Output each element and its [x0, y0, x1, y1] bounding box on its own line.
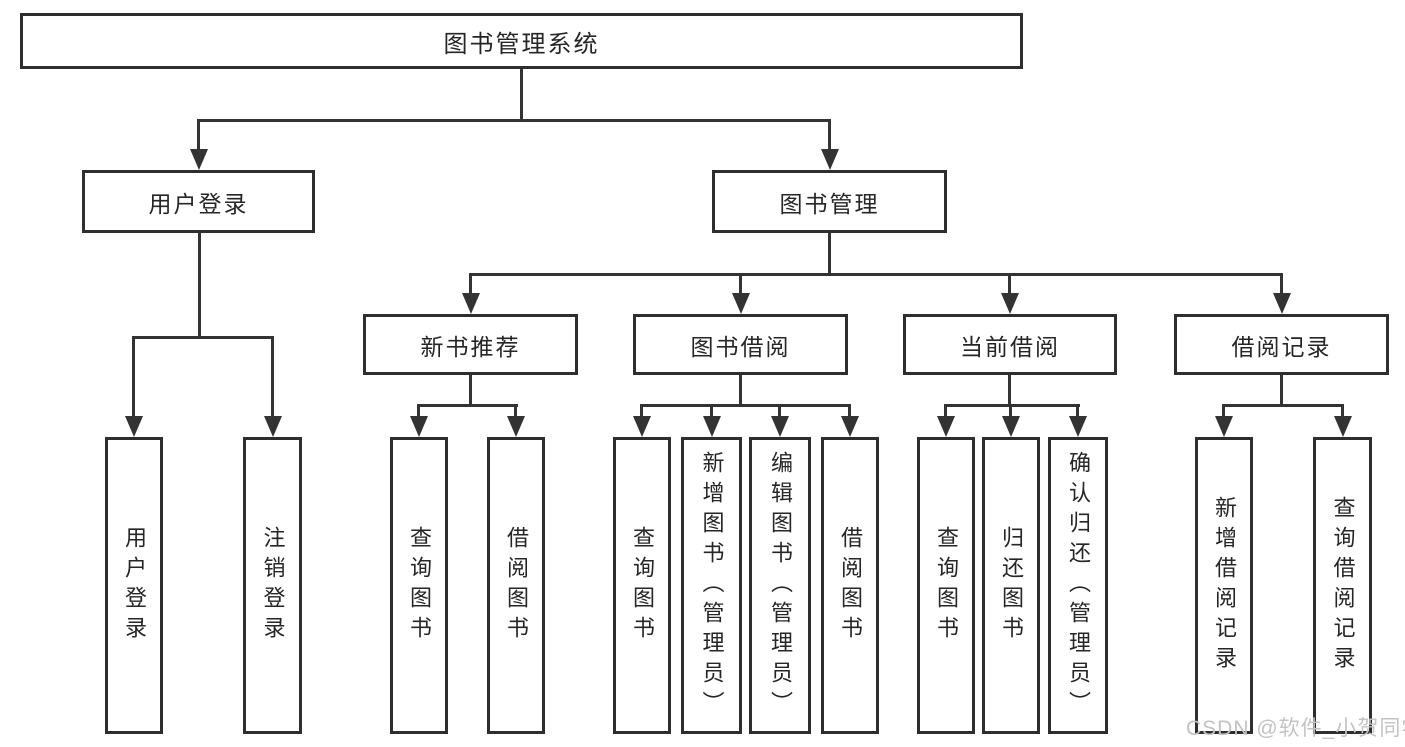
- connector-drop: [1222, 404, 1225, 418]
- arrowhead-down-icon: [633, 416, 651, 437]
- arrowhead-down-icon: [1215, 416, 1233, 437]
- connector-drop: [710, 404, 713, 418]
- connector-recommend-rail: [417, 404, 518, 407]
- connector-drop: [828, 119, 831, 151]
- arrowhead-down-icon: [1001, 293, 1019, 314]
- connector-drop: [1341, 404, 1344, 418]
- connector-level3-rail: [469, 273, 1283, 276]
- leaf-logout: 注销登录: [243, 437, 302, 734]
- connector-current-rail: [944, 404, 1080, 407]
- arrowhead-down-icon: [125, 416, 143, 437]
- leaf-borrow-books-recommend: 借阅图书: [487, 437, 545, 734]
- connector-recommend-stem: [469, 375, 472, 407]
- leaf-query-books-borrowing: 查询图书: [613, 437, 671, 734]
- arrowhead-down-icon: [507, 416, 525, 437]
- connector-drop: [1280, 273, 1283, 295]
- node-borrowing-records: 借阅记录: [1174, 314, 1389, 375]
- node-new-book-recommend: 新书推荐: [363, 314, 578, 375]
- arrowhead-down-icon: [1273, 293, 1291, 314]
- arrowhead-down-icon: [937, 416, 955, 437]
- leaf-confirm-return-admin: 确认归还（管理员）: [1048, 437, 1108, 734]
- leaf-user-login: 用户登录: [105, 437, 163, 734]
- leaf-query-borrow-record: 查询借阅记录: [1313, 437, 1372, 734]
- node-book-borrowing: 图书借阅: [633, 314, 848, 375]
- connector-drop: [469, 273, 472, 295]
- node-current-borrowing: 当前借阅: [903, 314, 1117, 375]
- connector-userlogin-stem: [198, 233, 201, 339]
- connector-records-stem: [1280, 375, 1283, 407]
- arrowhead-down-icon: [1002, 416, 1020, 437]
- arrowhead-down-icon: [1069, 416, 1087, 437]
- connector-drop: [514, 404, 517, 418]
- arrowhead-down-icon: [732, 293, 750, 314]
- connector-drop: [271, 336, 274, 418]
- leaf-borrow-books-borrowing: 借阅图书: [821, 437, 879, 734]
- arrowhead-down-icon: [190, 149, 208, 170]
- leaf-add-borrow-record: 新增借阅记录: [1195, 437, 1253, 734]
- connector-drop: [1009, 404, 1012, 418]
- arrowhead-down-icon: [410, 416, 428, 437]
- connector-root-stem: [520, 69, 523, 121]
- arrowhead-down-icon: [703, 416, 721, 437]
- connector-drop: [1076, 404, 1079, 418]
- connector-drop: [132, 336, 135, 418]
- connector-bookmgmt-stem: [828, 233, 831, 276]
- connector-current-stem: [1008, 375, 1011, 407]
- leaf-edit-books-admin: 编辑图书（管理员）: [749, 437, 811, 734]
- arrowhead-down-icon: [821, 149, 839, 170]
- leaf-return-books: 归还图书: [982, 437, 1040, 734]
- connector-drop: [739, 273, 742, 295]
- connector-drop: [197, 119, 200, 151]
- connector-drop: [1008, 273, 1011, 295]
- connector-drop: [848, 404, 851, 418]
- connector-borrowing-rail: [640, 404, 851, 407]
- leaf-query-books-current: 查询图书: [917, 437, 975, 734]
- arrowhead-down-icon: [264, 416, 282, 437]
- node-book-management: 图书管理: [712, 170, 947, 233]
- leaf-query-books-recommend: 查询图书: [390, 437, 448, 734]
- node-user-login: 用户登录: [82, 170, 315, 233]
- connector-drop: [778, 404, 781, 418]
- watermark: CSDN @软件_小贺同学: [1186, 717, 1405, 740]
- leaf-add-books-admin: 新增图书（管理员）: [681, 437, 742, 734]
- connector-drop: [944, 404, 947, 418]
- connector-records-rail: [1222, 404, 1344, 407]
- connector-userlogin-rail: [132, 336, 274, 339]
- arrowhead-down-icon: [462, 293, 480, 314]
- arrowhead-down-icon: [1334, 416, 1352, 437]
- arrowhead-down-icon: [771, 416, 789, 437]
- connector-level2-rail: [197, 119, 831, 122]
- node-library-system: 图书管理系统: [20, 13, 1023, 69]
- connector-borrowing-stem: [739, 375, 742, 407]
- connector-drop: [417, 404, 420, 418]
- connector-drop: [640, 404, 643, 418]
- arrowhead-down-icon: [841, 416, 859, 437]
